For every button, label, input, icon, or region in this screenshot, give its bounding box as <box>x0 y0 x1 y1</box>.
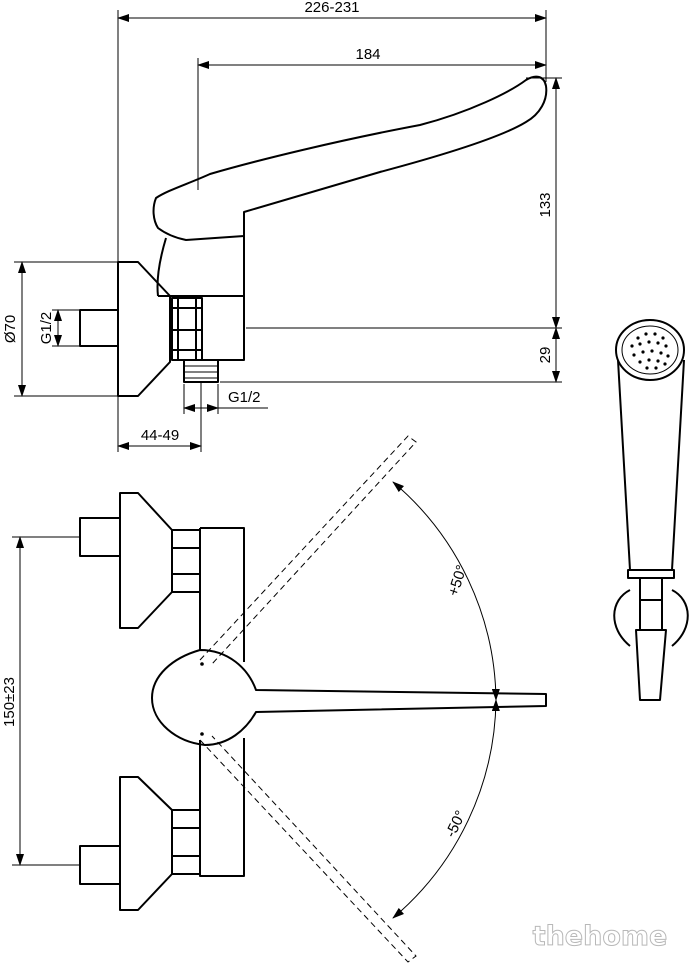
dim-rotation-plus: +50° <box>445 563 471 598</box>
watermark-logo: thehome <box>533 921 668 952</box>
side-nut <box>171 297 203 361</box>
side-lever <box>152 75 548 241</box>
dim-inlet-spacing: 150±23 <box>1 677 18 727</box>
dim-rotation-minus: -50° <box>442 808 469 840</box>
side-outlet <box>183 359 219 383</box>
side-cartridge <box>156 236 245 297</box>
dim-lever-length: 184 <box>355 46 380 63</box>
dim-height: 133 <box>537 192 554 217</box>
side-view-dimensions: 226-231 184 133 29 Ø70 G1/2 G1/2 <box>2 0 562 452</box>
side-flange <box>117 261 171 397</box>
dim-flange-diameter: Ø70 <box>2 315 19 343</box>
side-inlet-stub <box>79 309 119 347</box>
shower-nozzles <box>630 332 670 370</box>
dim-inlet-thread: G1/2 <box>38 312 55 345</box>
hand-shower <box>613 319 689 701</box>
side-view <box>79 75 548 397</box>
rotation-indicator: +50° -50° <box>199 435 500 963</box>
dim-projection: 44-49 <box>141 427 179 444</box>
inlet-spacing-dimension: 150±23 <box>1 536 80 866</box>
side-body <box>202 295 245 361</box>
dim-outlet-thread: G1/2 <box>228 389 261 406</box>
dim-overall-width: 226-231 <box>304 0 359 16</box>
dim-outlet-height: 29 <box>537 347 554 364</box>
top-view <box>79 492 547 911</box>
